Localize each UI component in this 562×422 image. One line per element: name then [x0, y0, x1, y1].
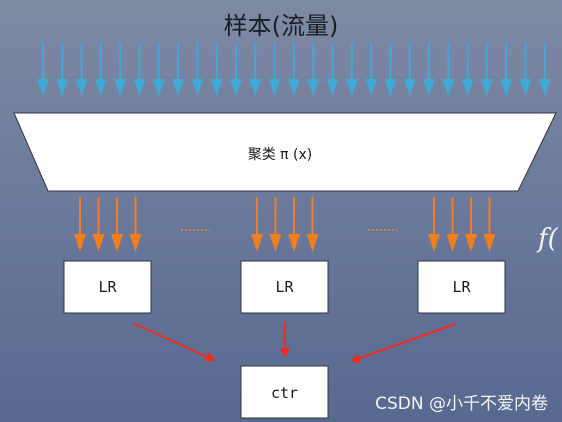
sample-arrow [152, 43, 165, 96]
sample-arrow [268, 43, 281, 96]
cluster-output-arrows [74, 197, 496, 252]
sample-arrow [249, 43, 262, 96]
lr-box-2 [240, 260, 329, 314]
ctr-box [240, 365, 329, 419]
cluster-arrow [111, 197, 123, 252]
sample-arrow [287, 43, 300, 96]
sample-arrow [345, 43, 358, 96]
sample-arrow [37, 43, 49, 96]
cluster-arrow [251, 197, 263, 252]
sample-arrow [191, 43, 204, 96]
sample-arrow [500, 43, 513, 96]
cluster-funnel [13, 112, 557, 192]
watermark: CSDN @小千不爱内卷 [375, 394, 548, 414]
sample-arrow [365, 43, 378, 96]
cluster-arrow [129, 197, 142, 252]
sample-arrow [210, 43, 223, 96]
lr-label-1: LR [98, 278, 117, 296]
lr-box-3 [417, 260, 506, 314]
sample-arrow [133, 43, 146, 96]
sample-arrow [423, 43, 435, 96]
cluster-arrow [92, 197, 105, 252]
sample-arrow [56, 43, 69, 96]
sample-arrow [307, 43, 320, 96]
cluster-arrow [446, 197, 459, 252]
lr-label-3: LR [452, 278, 471, 296]
sample-arrow [384, 43, 397, 96]
sample-arrow [519, 43, 532, 96]
cluster-arrow [483, 197, 496, 252]
sample-arrow [114, 43, 127, 96]
ctr-label: ctr [270, 384, 299, 402]
funnel-label: 聚类 π (x) [247, 147, 313, 163]
cluster-arrow [269, 197, 282, 252]
merge-arrow-right [350, 323, 456, 364]
sample-arrow [326, 43, 339, 96]
cluster-arrow [428, 197, 440, 252]
sample-arrow [480, 43, 493, 96]
cluster-arrow [465, 197, 477, 252]
sample-arrow [538, 43, 551, 96]
merge-arrows [132, 322, 456, 364]
sample-arrow [461, 43, 474, 96]
cluster-arrow [306, 197, 319, 252]
sample-flow-arrows [37, 43, 551, 96]
sample-arrow [442, 43, 455, 96]
diagram-title: 样本(流量) [223, 12, 339, 40]
cluster-arrow [74, 197, 86, 252]
sample-arrow [75, 43, 88, 96]
lr-box-1 [63, 260, 152, 314]
sample-arrow [172, 43, 185, 96]
sample-arrow [403, 43, 416, 96]
cluster-arrow [288, 197, 300, 252]
sample-arrow [230, 43, 242, 96]
lr-label-2: LR [275, 278, 294, 296]
merge-arrow-left [132, 322, 216, 362]
formula-fragment: f( [538, 224, 558, 254]
sample-arrow [94, 43, 107, 96]
